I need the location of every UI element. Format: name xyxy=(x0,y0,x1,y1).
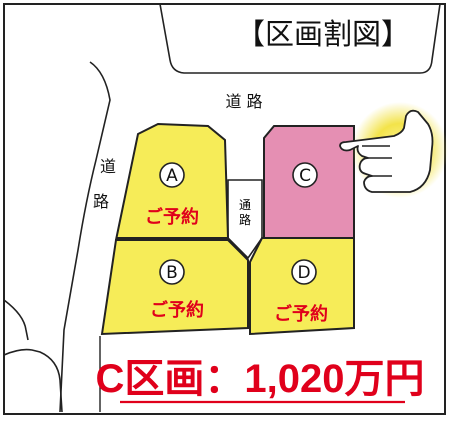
road-edge-left-outer xyxy=(59,61,111,413)
plot-d-status: ご予約 xyxy=(274,303,328,325)
road-top-label: 道 路 xyxy=(225,92,262,111)
road-edge-bottom xyxy=(3,348,63,413)
price-label: C区画：1,020万円 xyxy=(96,357,425,401)
plot-c-marker xyxy=(292,162,318,188)
passage-label-1: 通 xyxy=(239,198,251,212)
plot-d-marker xyxy=(291,259,317,285)
pointing-hand-icon xyxy=(339,102,448,198)
plot-b-letter: B xyxy=(166,263,178,283)
plot-a-status: ご予約 xyxy=(145,206,199,228)
road-edge-top xyxy=(159,3,441,74)
road-edge-left-inner xyxy=(3,299,29,341)
plot-a-letter: A xyxy=(166,166,178,186)
plot-c-letter: C xyxy=(299,166,311,186)
plot-b[interactable] xyxy=(100,239,249,336)
road-left-label-2: 路 xyxy=(93,192,109,211)
plot-d[interactable] xyxy=(249,237,355,336)
passage-label-2: 路 xyxy=(239,212,251,227)
road-left-label-1: 道 xyxy=(100,157,116,176)
plot-d-letter: D xyxy=(297,263,310,283)
page-title: 【区画割図】 xyxy=(236,17,410,51)
plot-b-status: ご予約 xyxy=(150,299,204,321)
plot-a-marker xyxy=(159,162,185,188)
plot-b-marker xyxy=(159,259,185,285)
